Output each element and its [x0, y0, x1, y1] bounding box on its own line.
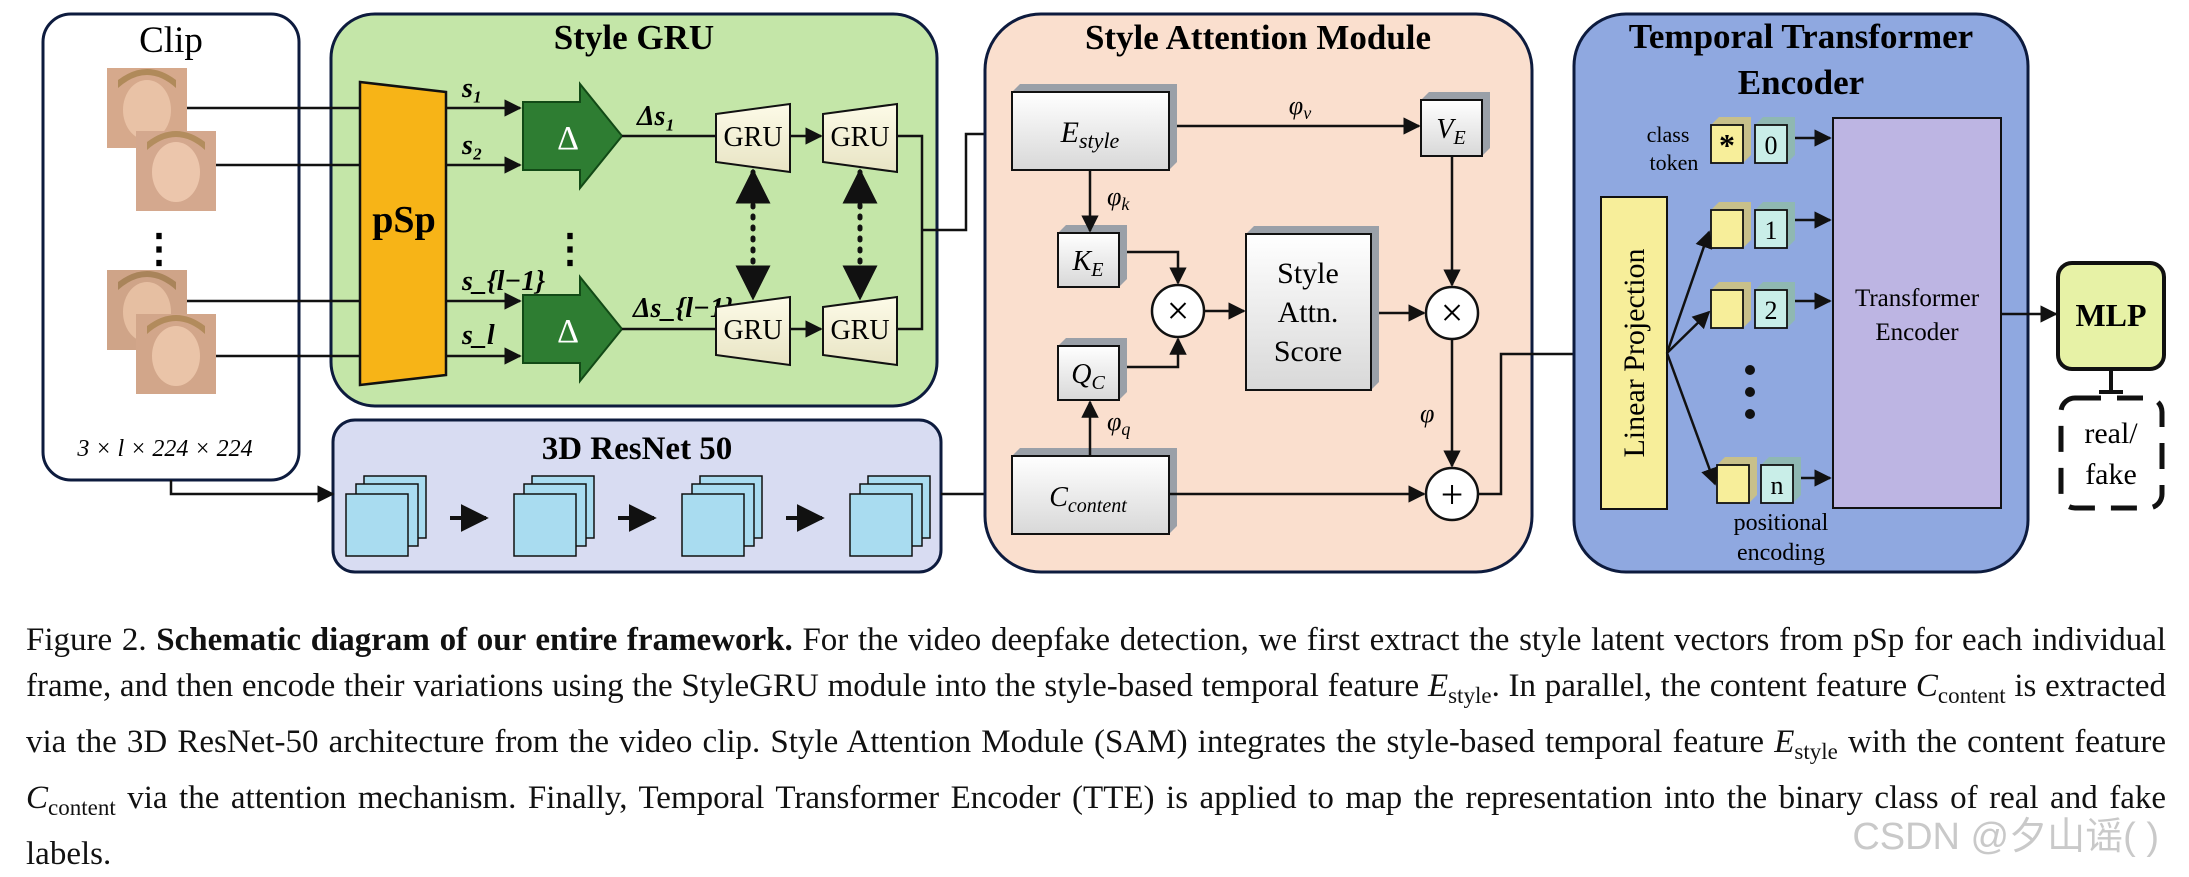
output-label-1: real/	[2084, 417, 2138, 450]
delta-symbol-bottom: Δ	[557, 313, 579, 350]
pos-index-2: 2	[1765, 296, 1778, 325]
caption-part-1: For the video deepfake detection, we fir…	[26, 622, 2167, 704]
pos-index-1: 1	[1765, 216, 1778, 245]
psp-encoder: pSp	[358, 80, 448, 387]
transformer-encoder-box: Transformer Encoder	[1832, 117, 2002, 509]
gru-cell-2: GRU	[822, 102, 898, 174]
positional-label-1: positional	[1734, 510, 1829, 536]
delta-symbol-top: Δ	[557, 120, 579, 157]
pos-index-n: n	[1771, 471, 1784, 500]
delta-block-top: Δ	[522, 81, 624, 191]
svg-text:VE: VE	[1436, 114, 1465, 149]
svg-text:φq: φq	[1107, 407, 1130, 439]
style-attn-score-box: Style Attn. Score	[1245, 226, 1379, 391]
e-style-box: Estyle	[1011, 84, 1177, 171]
face-frame-4	[136, 314, 216, 394]
caption-e-style-2: Estyle	[1774, 724, 1838, 764]
clip-dims: 3 × l × 224 × 224	[76, 436, 252, 462]
clip-panel: Clip ⋮ 3 × l × 224 × 224	[41, 12, 301, 482]
linear-projection-label: Linear Projection	[1618, 248, 1651, 457]
score-line-3: Score	[1274, 335, 1342, 368]
svg-text:φv: φv	[1289, 91, 1311, 123]
token-ellipsis	[1745, 365, 1755, 419]
svg-text:QC: QC	[1071, 359, 1105, 394]
tte-title-line1: Temporal Transformer	[1629, 17, 1973, 56]
gru-label: GRU	[830, 315, 889, 346]
sam-title: Style Attention Module	[1085, 18, 1431, 57]
clip-ellipsis: ⋮	[139, 226, 179, 271]
caption-part-4: with the content feature	[1847, 724, 2167, 760]
svg-text:KE: KE	[1072, 246, 1104, 281]
pos-index-0: 0	[1765, 131, 1778, 160]
delta-s1-label: Δs₁	[636, 101, 675, 132]
transformer-label-1: Transformer	[1855, 285, 1980, 312]
transformer-label-2: Encoder	[1875, 319, 1959, 346]
caption-title: Schematic diagram of our entire framewor…	[156, 622, 793, 658]
resnet-title: 3D ResNet 50	[542, 431, 733, 467]
multiply-symbol-1: ×	[1167, 288, 1190, 333]
delta-ellipsis: ⋮	[550, 226, 590, 271]
resnet-stage-3	[681, 475, 763, 557]
caption-part-5: via the attention mechanism. Finally, Te…	[26, 780, 2167, 872]
class-token-row: * 0	[1710, 117, 1832, 164]
resnet-stage-4	[849, 475, 931, 557]
style-gru-title: Style GRU	[554, 18, 714, 57]
token-row-2: 2	[1710, 282, 1832, 329]
output-label-2: fake	[2085, 458, 2137, 491]
svg-text:Estyle: Estyle	[1060, 116, 1120, 153]
caption-e-style: Estyle	[1427, 668, 1492, 708]
s1-label: s₁	[461, 73, 483, 104]
token-row-n: n	[1716, 457, 1832, 504]
k-e-box: KE	[1057, 225, 1127, 288]
psp-label: pSp	[372, 199, 435, 241]
multiply-symbol-2: ×	[1441, 290, 1464, 335]
score-line-2: Attn.	[1278, 296, 1339, 329]
delta-block-bottom: Δ	[522, 274, 624, 384]
class-token-label-1: class	[1647, 122, 1690, 147]
phi-label: φ	[1420, 399, 1434, 428]
caption-part-2: . In parallel, the content feature	[1491, 668, 1908, 704]
plus-symbol: +	[1441, 472, 1464, 517]
s2-label: s₂	[461, 130, 483, 161]
caption-part-3: is extracted via the 3D ResNet-50 archit…	[26, 668, 2167, 760]
gru-label: GRU	[723, 122, 782, 153]
score-line-1: Style	[1277, 257, 1339, 290]
svg-text:Ccontent: Ccontent	[1049, 482, 1127, 517]
gru-cell-1: GRU	[715, 102, 791, 174]
s-l-label: s_l	[461, 320, 495, 351]
style-gru-panel: Style GRU pSp s₁ s₂ s_{l−1} s_l Δ Δ ⋮	[187, 12, 1018, 408]
q-c-box: QC	[1057, 338, 1127, 401]
v-e-box: VE	[1420, 92, 1490, 157]
gru-cell-4: GRU	[822, 295, 898, 367]
resnet-stage-1	[345, 475, 427, 557]
gru-cell-3: GRU	[715, 295, 791, 367]
clip-title: Clip	[139, 20, 203, 61]
mlp-label: MLP	[2075, 297, 2146, 333]
mlp-box: MLP	[2056, 261, 2166, 371]
token-row-1: 1	[1710, 202, 1832, 249]
gru-label: GRU	[830, 122, 889, 153]
positional-label-2: encoding	[1737, 540, 1825, 566]
output-label-box: real/ fake	[2058, 395, 2165, 511]
class-token-star: *	[1719, 127, 1735, 163]
figure-caption: Figure 2. Schematic diagram of our entir…	[26, 617, 2166, 877]
style-attention-module: Style Attention Module Estyle VE φv KE φ…	[983, 12, 1602, 574]
gru-label: GRU	[723, 315, 782, 346]
framework-diagram: Clip ⋮ 3 × l × 224 × 224 Style GRU	[41, 12, 2166, 574]
linear-projection-box: Linear Projection	[1600, 196, 1668, 510]
class-token-label-2: token	[1650, 150, 1699, 175]
face-frame-2	[136, 131, 216, 211]
caption-prefix: Figure 2.	[26, 622, 147, 658]
tte-panel: Temporal Transformer Encoder Linear Proj…	[1572, 12, 2030, 574]
tte-title-line2: Encoder	[1738, 63, 1864, 102]
caption-c-content-2: Ccontent	[26, 780, 116, 820]
watermark: CSDN @夕山谣( )	[1852, 816, 2159, 858]
svg-text:φk: φk	[1107, 182, 1130, 214]
c-content-box: Ccontent	[1011, 448, 1177, 535]
s-l-1-label: s_{l−1}	[461, 266, 545, 297]
caption-c-content: Ccontent	[1915, 668, 2006, 708]
resnet-stage-2	[513, 475, 595, 557]
